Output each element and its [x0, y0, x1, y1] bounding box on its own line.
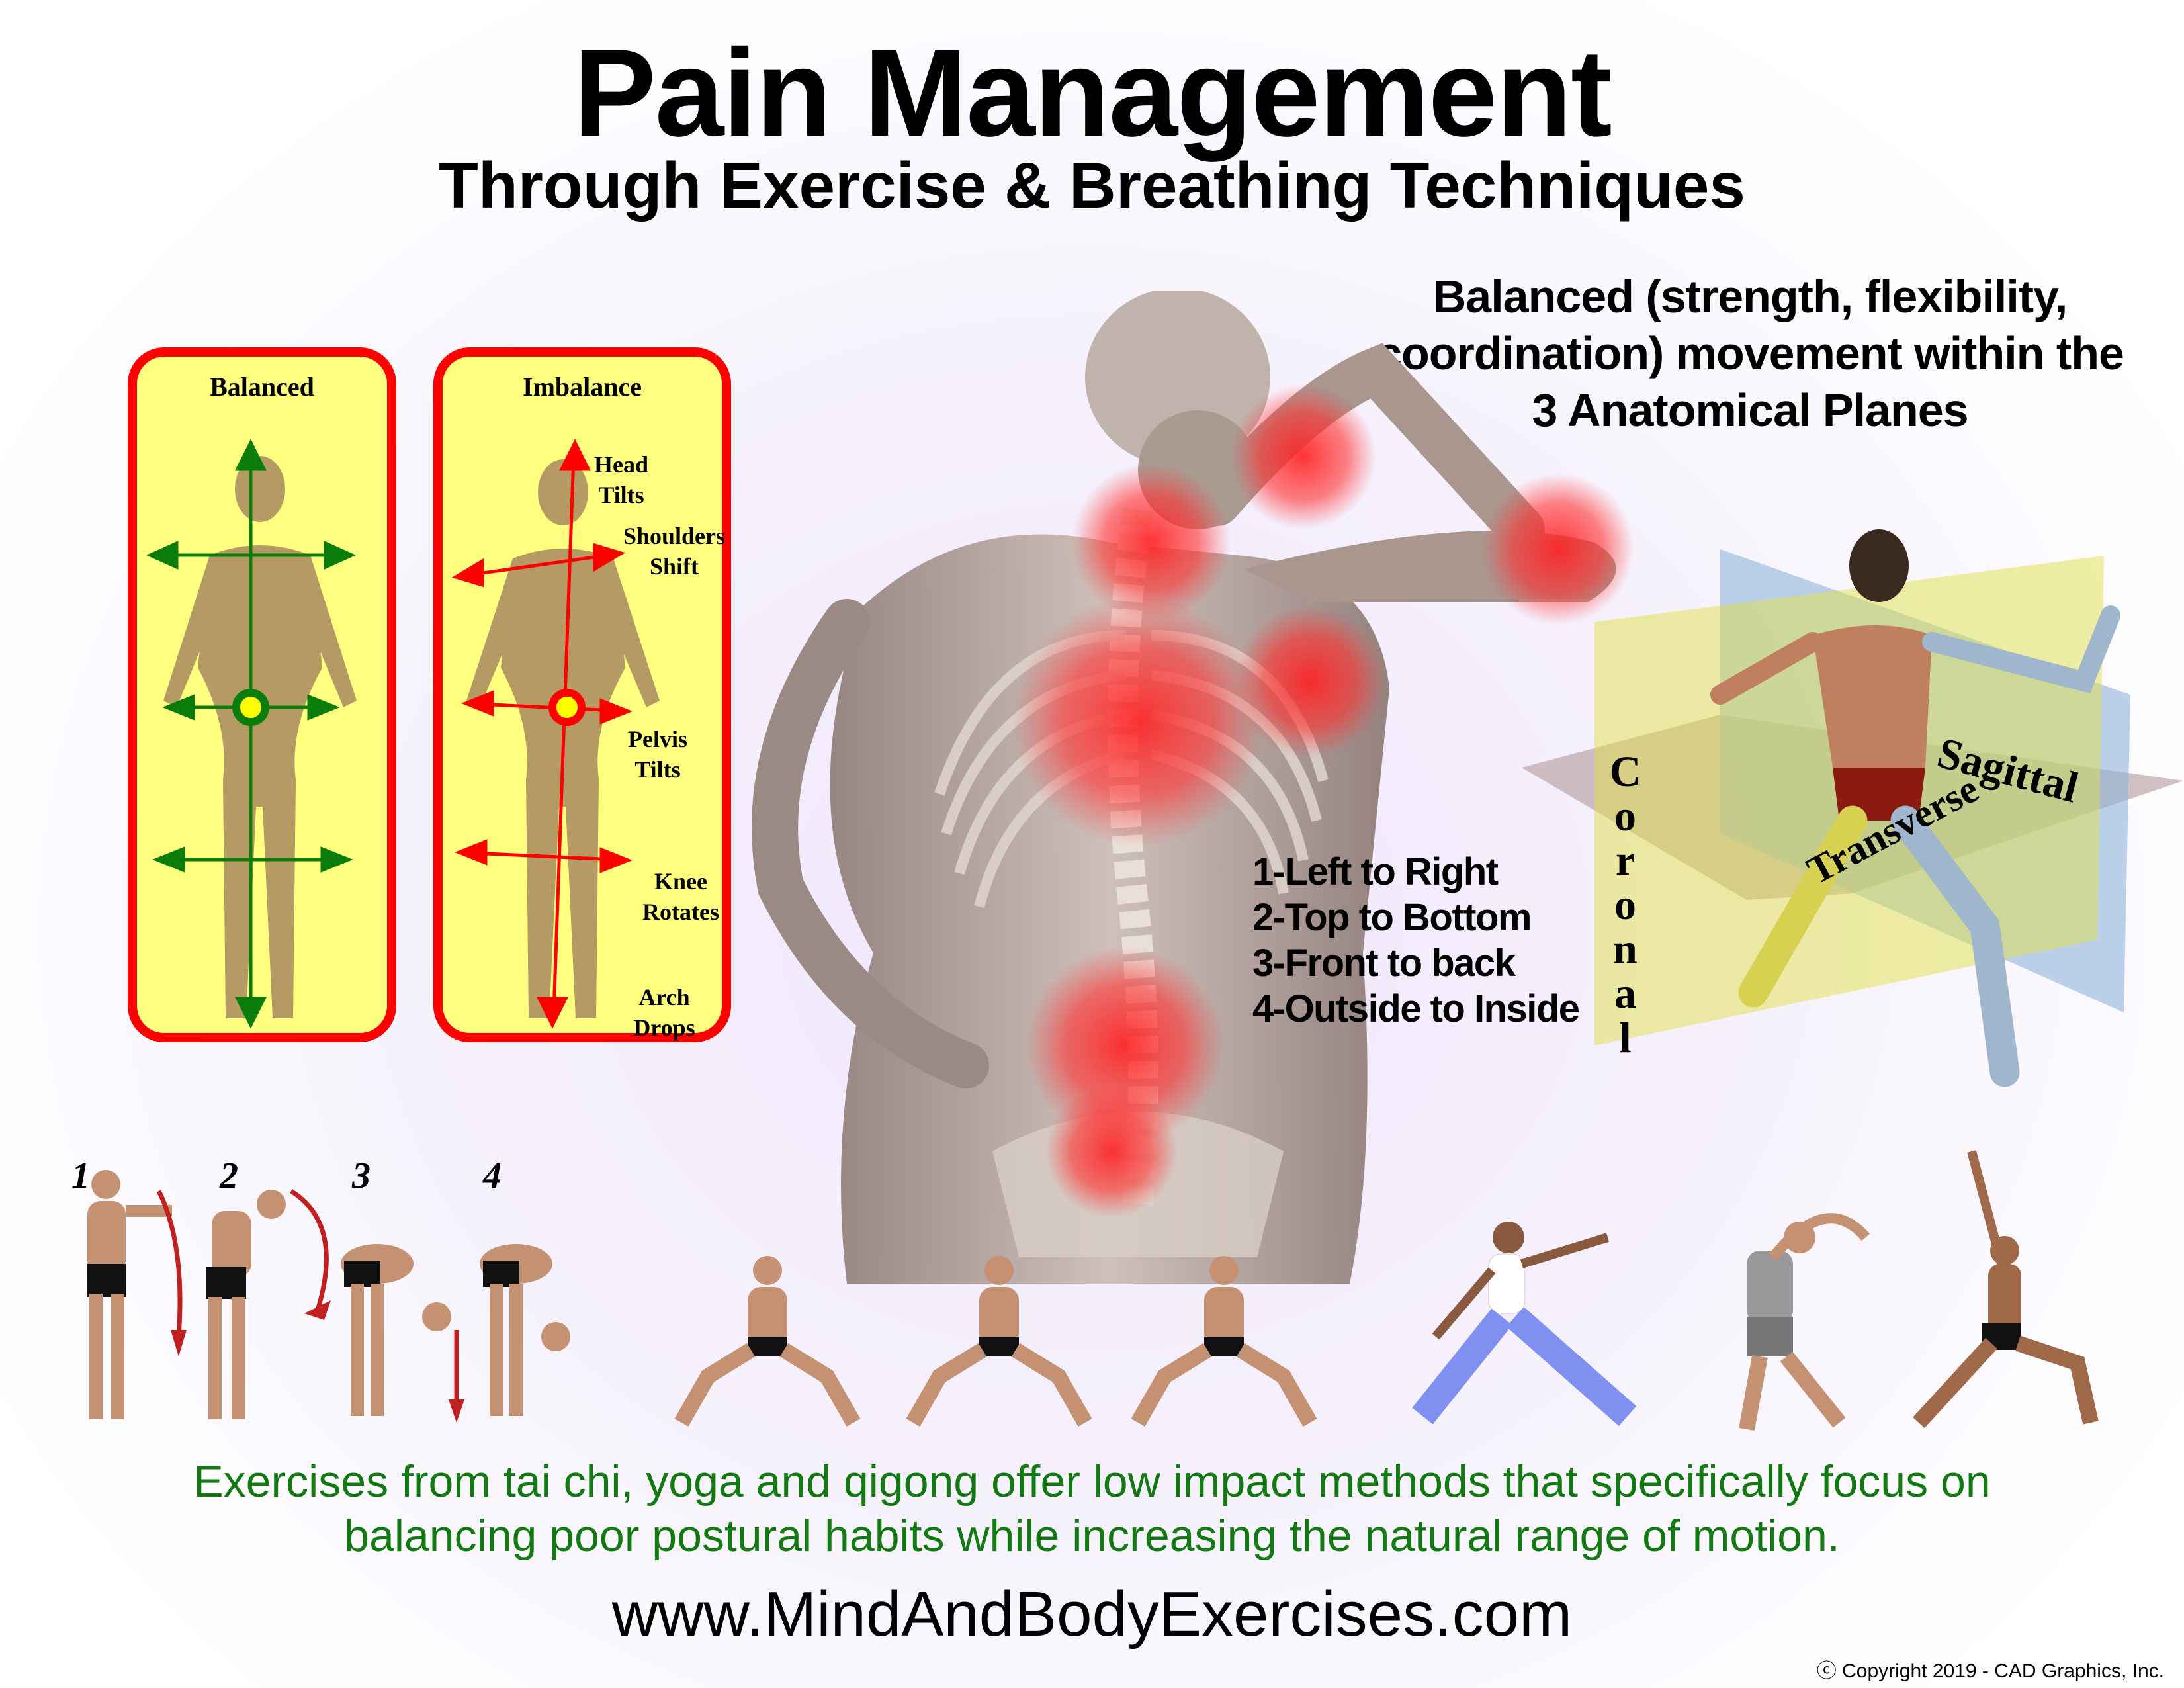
label-line: Shift: [649, 553, 699, 580]
copyright-notice: ⓒ Copyright 2019 - CAD Graphics, Inc.: [1816, 1660, 2164, 1682]
label-line: Rotates: [642, 899, 719, 925]
exercise-number: 4: [483, 1155, 502, 1196]
exercise-text-line: Exercises from tai chi, yoga and qigong …: [193, 1456, 1991, 1507]
planes-heading-line: 3 Anatomical Planes: [1532, 384, 1968, 436]
imbalance-figure: [451, 439, 660, 1029]
exercise-figure: [341, 1244, 451, 1416]
label-line: Knee: [654, 868, 707, 895]
movement-item: 3-Front to back: [1252, 942, 1516, 985]
website-link[interactable]: www.MindAndBodyExercises.com: [611, 1579, 1573, 1650]
coronal-text: Coronal: [1601, 748, 1649, 1058]
exercise-figure: [1412, 1222, 1637, 1426]
movement-item: 2-Top to Bottom: [1252, 896, 1532, 939]
balanced-title: Balanced: [210, 372, 314, 402]
back-pain-illustration: [752, 291, 1634, 1284]
exercise-figure: [1131, 1256, 1317, 1427]
exercise-figure: [1739, 1213, 1870, 1431]
imbalance-title: Imbalance: [523, 372, 642, 402]
exercise-text-line: balancing poor postural habits while inc…: [344, 1511, 1840, 1561]
planes-heading: Balanced (strength, flexibility, coordin…: [1350, 268, 2150, 439]
exercise-description: Exercises from tai chi, yoga and qigong …: [0, 1454, 2184, 1563]
exercise-figure: [1913, 1150, 2099, 1429]
balanced-posture-panel: Balanced: [128, 347, 396, 1042]
exercise-figure: [206, 1190, 286, 1419]
label-line: Head: [593, 451, 648, 478]
page-title: Pain Management: [573, 23, 1612, 162]
exercise-figure: [87, 1170, 172, 1419]
balanced-figure: [146, 439, 357, 1029]
exercise-number: 2: [220, 1155, 238, 1196]
label-line: Tilts: [598, 482, 644, 508]
exercise-figure: [906, 1256, 1092, 1427]
coronal-label: Coronal: [1601, 748, 1651, 1058]
planes-heading-line: Balanced (strength, flexibility,: [1432, 271, 2068, 322]
label-line: Pelvis: [628, 726, 687, 752]
exercise-number: 1: [71, 1155, 90, 1196]
label-line: Arch: [638, 984, 690, 1010]
planes-graphic: [1522, 529, 2183, 1087]
exercise-figures: [87, 1150, 2099, 1431]
page-subtitle: Through Exercise & Breathing Techniques: [439, 149, 1745, 222]
label-line: Shoulders: [623, 523, 726, 549]
movement-list: 1-Left to Right 2-Top to Bottom 3-Front …: [1252, 849, 1580, 1032]
head: [1085, 291, 1270, 529]
exercise-number: 3: [352, 1155, 371, 1196]
exercise-figure: [480, 1244, 570, 1416]
exercise-figure: [674, 1256, 861, 1427]
movement-item: 4-Outside to Inside: [1252, 987, 1580, 1030]
label-line: Tilts: [634, 756, 681, 783]
label-line: Drops: [633, 1014, 695, 1041]
movement-item: 1-Left to Right: [1252, 850, 1499, 893]
pain-glows: [1012, 384, 1634, 1218]
planes-heading-line: coordination) movement within the: [1376, 328, 2124, 379]
anatomical-planes-diagram: Coronal Sagittal Transverse: [1522, 529, 2183, 1092]
